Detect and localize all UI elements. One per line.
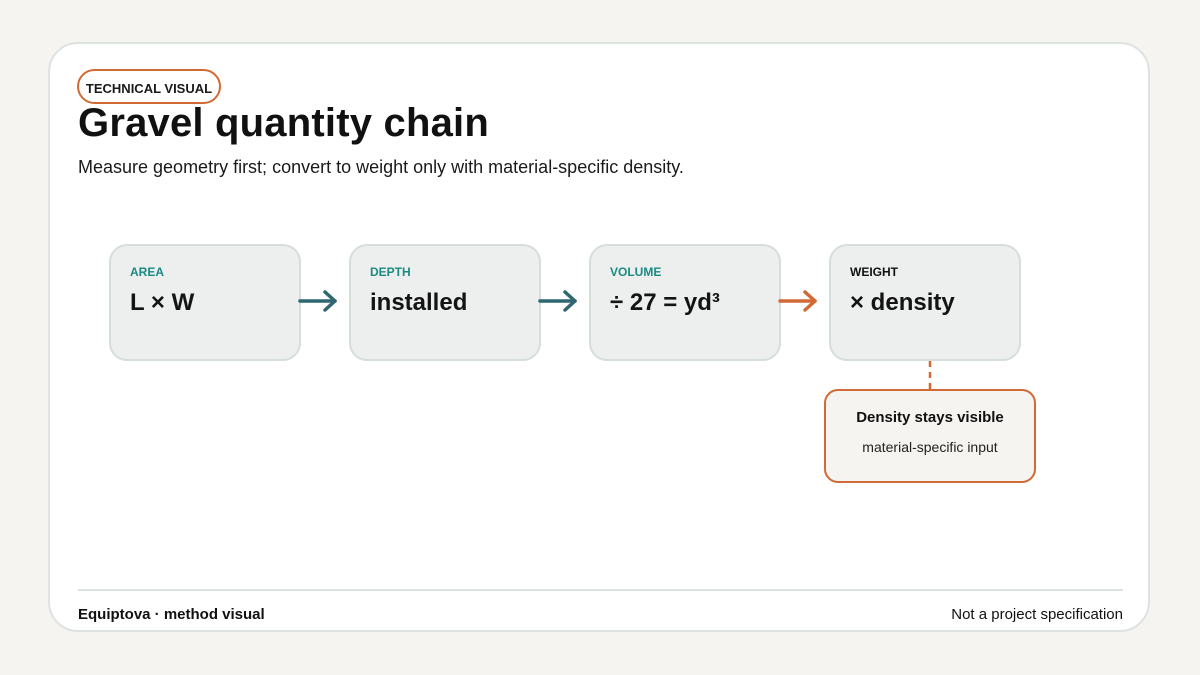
arrow-volume-to-weight [778, 290, 817, 312]
step-volume: VOLUME ÷ 27 = yd³ [589, 244, 781, 361]
page-subtitle: Measure geometry first; convert to weigh… [78, 157, 684, 177]
page-title: Gravel quantity chain [78, 101, 489, 145]
step-area: AREA L × W [109, 244, 301, 361]
arrow-area-to-depth [298, 290, 337, 312]
step-label: DEPTH [370, 265, 411, 279]
category-badge: TECHNICAL VISUAL [77, 69, 221, 104]
step-label: AREA [130, 265, 165, 279]
step-value: × density [850, 289, 955, 316]
arrow-depth-to-volume [538, 290, 577, 312]
footer-brand: Equiptova · method visual [78, 606, 265, 623]
step-value: ÷ 27 = yd³ [610, 289, 720, 316]
step-label: WEIGHT [850, 265, 898, 279]
step-value: installed [370, 289, 468, 316]
step-label: VOLUME [610, 265, 662, 279]
callout-body: material-specific input [862, 439, 998, 455]
footer-divider [78, 589, 1123, 591]
footer-disclaimer: Not a project specification [951, 606, 1123, 623]
callout-heading: Density stays visible [856, 409, 1004, 426]
step-value: L × W [130, 289, 195, 316]
step-weight: WEIGHT × density [829, 244, 1021, 361]
density-callout: Density stays visible material-specific … [824, 389, 1036, 483]
